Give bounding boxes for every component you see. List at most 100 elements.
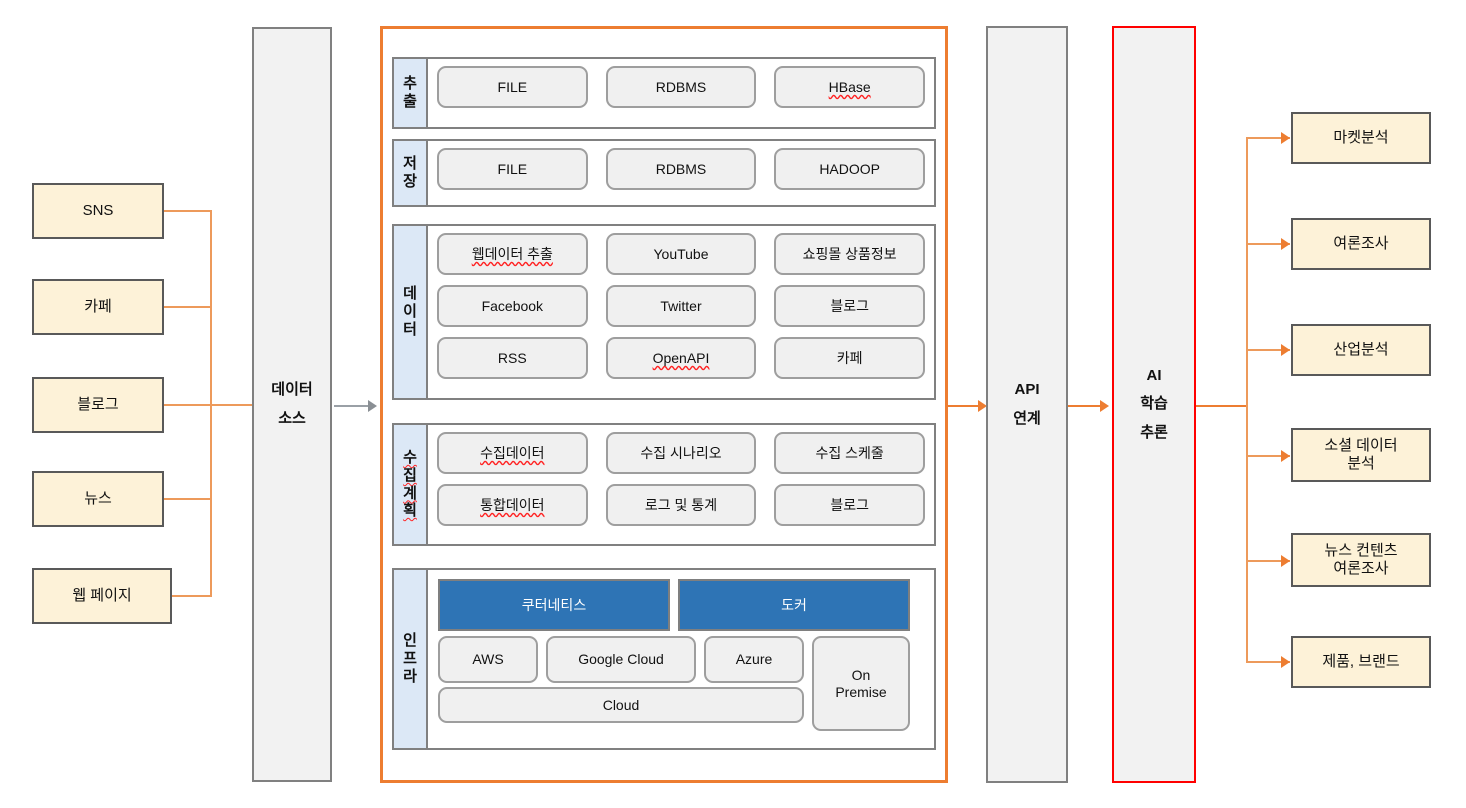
- infra-cloud-bar[interactable]: Cloud: [438, 687, 804, 723]
- cell-storage-file[interactable]: FILE: [437, 148, 588, 190]
- cell-plan-collect-data[interactable]: 수집데이터: [437, 432, 588, 474]
- cell-data-openapi-text: OpenAPI: [652, 349, 710, 366]
- pillar-ai-line-1: AI: [1146, 366, 1162, 384]
- output-box-product-brand[interactable]: 제품, 브랜드: [1291, 636, 1431, 688]
- section-body-storage: FILE RDBMS HADOOP: [428, 141, 934, 205]
- cell-storage-rdbms[interactable]: RDBMS: [605, 148, 757, 190]
- section-label-collection-plan: 수 집 계 획: [394, 425, 428, 544]
- infra-azure[interactable]: Azure: [704, 636, 804, 683]
- arrowhead-output-2: [1281, 238, 1290, 250]
- section-body-extract: FILE RDBMS HBase: [428, 59, 934, 127]
- cell-data-web-extract-text: 웹데이터 추출: [471, 245, 553, 262]
- connector-webpage: [172, 595, 212, 597]
- cell-data-shopping[interactable]: 쇼핑몰 상품정보: [774, 233, 925, 275]
- section-label-data-char-1: 데: [403, 285, 417, 303]
- section-infra: 인 프 라 쿠터네티스 도커 AWS Google Cloud Azure On…: [392, 568, 936, 750]
- section-label-infra: 인 프 라: [394, 570, 428, 748]
- arrowhead-to-api: [978, 400, 987, 412]
- connector-output-2: [1246, 243, 1290, 245]
- section-label-infra-char-3: 라: [403, 667, 417, 685]
- output-box-social-data-analysis[interactable]: 소셜 데이터 분석: [1291, 428, 1431, 482]
- pillar-data-source[interactable]: 데이터 소스: [252, 27, 332, 782]
- cell-plan-schedule[interactable]: 수집 스케줄: [774, 432, 925, 474]
- output-box-market-analysis[interactable]: 마켓분석: [1291, 112, 1431, 164]
- section-label-storage-char-1: 저: [403, 155, 417, 173]
- cell-extract-rdbms[interactable]: RDBMS: [605, 66, 757, 108]
- section-collection-plan: 수 집 계 획 수집데이터 수집 시나리오 수집 스케줄 통합데이터 로그 및 …: [392, 423, 936, 546]
- infra-kubernetes[interactable]: 쿠터네티스: [438, 579, 670, 631]
- output-box-industry-analysis[interactable]: 산업분석: [1291, 324, 1431, 376]
- cell-plan-integrated-data[interactable]: 통합데이터: [437, 484, 588, 526]
- infra-on-premise[interactable]: On Premise: [812, 636, 910, 731]
- infra-aws[interactable]: AWS: [438, 636, 538, 683]
- pillar-ai-line-3: 추론: [1140, 423, 1168, 441]
- connector-cafe: [164, 306, 212, 308]
- cell-extract-hbase[interactable]: HBase: [774, 66, 925, 108]
- cell-data-rss[interactable]: RSS: [437, 337, 588, 379]
- section-label-infra-char-2: 프: [403, 650, 417, 668]
- pillar-data-source-line-1: 데이터: [271, 381, 313, 398]
- source-box-cafe[interactable]: 카페: [32, 279, 164, 335]
- connector-source-to-platform: [334, 405, 370, 407]
- infra-docker[interactable]: 도커: [678, 579, 910, 631]
- section-label-storage-char-2: 장: [403, 173, 417, 190]
- section-body-infra: 쿠터네티스 도커 AWS Google Cloud Azure On Premi…: [428, 570, 934, 748]
- section-label-storage: 저 장: [394, 141, 428, 205]
- section-label-collection-plan-char-2: 집: [403, 466, 417, 484]
- cell-data-facebook[interactable]: Facebook: [437, 285, 588, 327]
- connector-news: [164, 498, 212, 500]
- arrowhead-output-6: [1281, 656, 1290, 668]
- section-label-collection-plan-char-4: 획: [403, 502, 417, 520]
- section-label-extract-char-2: 출: [403, 93, 417, 110]
- pillar-api[interactable]: API 연계: [986, 26, 1068, 783]
- section-label-collection-plan-char-3: 계: [403, 484, 417, 502]
- cell-data-openapi[interactable]: OpenAPI: [605, 337, 757, 379]
- pillar-api-line-2: 연계: [1013, 409, 1041, 427]
- section-body-collection-plan: 수집데이터 수집 시나리오 수집 스케줄 통합데이터 로그 및 통계 블로그: [428, 425, 934, 544]
- source-box-webpage[interactable]: 웹 페이지: [32, 568, 172, 624]
- section-data: 데 이 터 웹데이터 추출 YouTube 쇼핑몰 상품정보 Facebook …: [392, 224, 936, 400]
- cell-plan-integrated-data-text: 통합데이터: [480, 496, 545, 513]
- connector-output-bus: [1246, 137, 1248, 662]
- arrowhead-output-1: [1281, 132, 1290, 144]
- connector-sns: [164, 210, 212, 212]
- connector-ai-out: [1196, 405, 1248, 407]
- pillar-ai-line-2: 학습: [1140, 395, 1168, 413]
- source-box-sns[interactable]: SNS: [32, 183, 164, 239]
- connector-output-4: [1246, 455, 1290, 457]
- section-label-collection-plan-char-1: 수: [403, 449, 417, 467]
- connector-output-6: [1246, 661, 1290, 663]
- arrowhead-output-3: [1281, 344, 1290, 356]
- arrowhead-output-4: [1281, 450, 1290, 462]
- cell-plan-log-stats[interactable]: 로그 및 통계: [605, 484, 757, 526]
- cell-plan-collect-data-text: 수집데이터: [480, 444, 545, 461]
- section-label-data-char-3: 터: [403, 320, 417, 338]
- cell-data-cafe[interactable]: 카페: [774, 337, 925, 379]
- cell-data-youtube[interactable]: YouTube: [605, 233, 757, 275]
- pillar-ai[interactable]: AI 학습 추론: [1112, 26, 1196, 783]
- connector-output-3: [1246, 349, 1290, 351]
- connector-source-bus: [210, 210, 212, 596]
- connector-blog: [164, 404, 260, 406]
- cell-data-web-extract[interactable]: 웹데이터 추출: [437, 233, 588, 275]
- section-extract: 추 출 FILE RDBMS HBase: [392, 57, 936, 129]
- source-box-blog[interactable]: 블로그: [32, 377, 164, 433]
- source-box-news[interactable]: 뉴스: [32, 471, 164, 527]
- output-box-public-opinion[interactable]: 여론조사: [1291, 218, 1431, 270]
- connector-platform-to-api: [948, 405, 984, 407]
- connector-api-to-ai: [1068, 405, 1106, 407]
- cell-storage-hadoop[interactable]: HADOOP: [774, 148, 925, 190]
- infra-google-cloud[interactable]: Google Cloud: [546, 636, 696, 683]
- cell-data-twitter[interactable]: Twitter: [605, 285, 757, 327]
- section-body-data: 웹데이터 추출 YouTube 쇼핑몰 상품정보 Facebook Twitte…: [428, 226, 934, 398]
- cell-extract-file[interactable]: FILE: [437, 66, 588, 108]
- output-box-news-content-opinion[interactable]: 뉴스 컨텐츠 여론조사: [1291, 533, 1431, 587]
- cell-extract-hbase-text: HBase: [828, 78, 871, 95]
- cell-plan-scenario[interactable]: 수집 시나리오: [605, 432, 757, 474]
- cell-data-blog[interactable]: 블로그: [774, 285, 925, 327]
- section-label-data-char-2: 이: [403, 303, 417, 321]
- cell-plan-blog[interactable]: 블로그: [774, 484, 925, 526]
- section-label-extract-char-1: 추: [403, 75, 417, 93]
- arrowhead-to-ai: [1100, 400, 1109, 412]
- section-label-infra-char-1: 인: [403, 632, 417, 650]
